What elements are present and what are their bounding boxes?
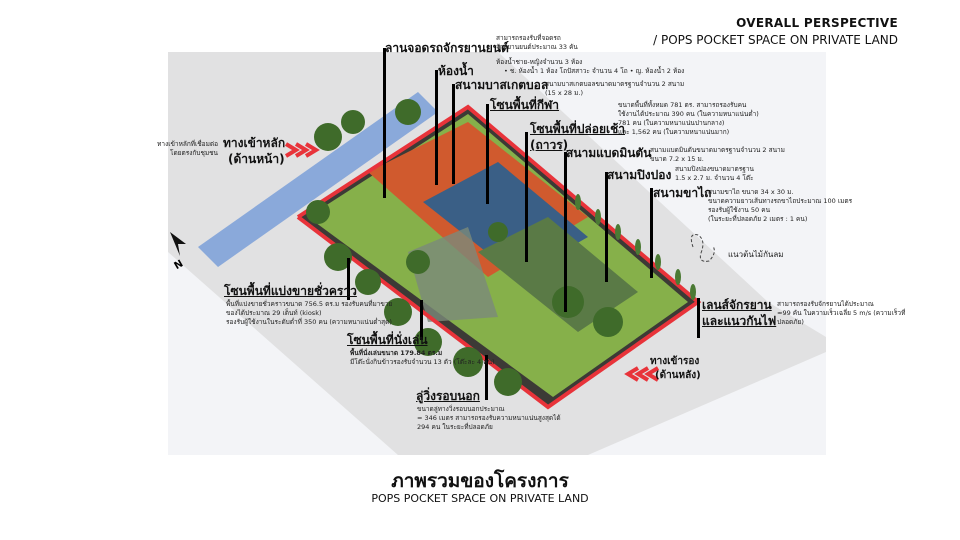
desc-motorcycle-parking: สามารถรองรับที่จอดรถจักรยานยนต์ประมาณ 33… bbox=[496, 34, 578, 51]
desc-basketball: สนามบาสเกตบอลขนาดมาตรฐานจำนวน 2 สนาม(15 … bbox=[545, 80, 685, 97]
label-bike-lane-sub: และแนวกันไฟ bbox=[702, 314, 777, 328]
svg-text:N: N bbox=[173, 258, 186, 270]
header-subtitle: / POPS POCKET SPACE ON PRIVATE LAND bbox=[653, 33, 898, 47]
label-motorcycle-parking: ลานจอดรถจักรยานยนต์ bbox=[385, 41, 509, 55]
label-seating-zone: โซนพื้นที่นั่งเล่น bbox=[347, 333, 428, 347]
label-market-zone: โซนพื้นที่แบ่งขายชั่วคราว bbox=[224, 284, 357, 298]
north-arrow-icon: N bbox=[170, 232, 186, 270]
desc-seating-zone: พื้นที่นั่งเล่นขนาด 179.84 ตร.มมีโต๊ะนั่… bbox=[350, 349, 495, 366]
label-open-zone: โซนพื้นที่ปล่อยเช้า bbox=[530, 122, 626, 136]
desc-toilet: ห้องน้ำชาย-หญิงจำนวน 3 ห้อง• ช. ห้องน้ำ … bbox=[496, 58, 685, 75]
label-running-track: ลู่วิ่งรอบนอก bbox=[416, 389, 480, 403]
desc-running-track: ขนาดลู่ทางวิ่งรอบนอกประมาณ= 346 เมตร สาม… bbox=[417, 405, 561, 431]
label-windbreak: แนวต้นไม้กันลม bbox=[728, 250, 784, 259]
wind-icon bbox=[690, 234, 715, 262]
desc-bike-lane: สามารถรองรับจักรยานได้ประมาณ≈99 คัน ในคว… bbox=[777, 300, 906, 326]
label-pingpong: สนามปิงปอง bbox=[607, 168, 672, 182]
desc-main-entrance: ทางเข้าหลักที่เชื่อมต่อโดยตรงกับชุมชน bbox=[157, 140, 218, 157]
main-entrance-chevrons-icon bbox=[284, 142, 320, 158]
label-basketball: สนามบาสเกตบอล bbox=[455, 78, 549, 92]
label-rear-entrance: ทางเข้ารอง bbox=[650, 356, 700, 367]
label-rear-entrance-sub: (ด้านหลัง) bbox=[655, 370, 701, 381]
rear-entrance-chevrons-icon bbox=[624, 366, 660, 382]
header-title: OVERALL PERSPECTIVE bbox=[736, 16, 898, 30]
label-toilet: ห้องน้ำ bbox=[438, 64, 474, 78]
desc-bike-track: สนามขาไถ ขนาด 34 x 30 ม.ขนาดความยาวเส้นท… bbox=[708, 188, 853, 223]
label-main-entrance: ทางเข้าหลัก bbox=[223, 136, 286, 150]
desc-market-zone: พื้นที่แบ่งขายชั่วคราวขนาด 756.5 ตร.ม รอ… bbox=[226, 300, 393, 326]
label-open-zone-sub: (ถาวร) bbox=[530, 138, 569, 152]
desc-badminton: สนามแบดมินตันขนาดมาตรฐานจำนวน 2 สนามขนาด… bbox=[650, 146, 785, 163]
label-badminton: สนามแบดมินตัน bbox=[566, 146, 652, 160]
label-bike-lane: เลนส์จักรยาน bbox=[702, 298, 772, 312]
road bbox=[198, 92, 438, 267]
label-main-entrance-sub: (ด้านหน้า) bbox=[228, 152, 285, 166]
page-subtitle: POPS POCKET SPACE ON PRIVATE LAND bbox=[371, 492, 589, 505]
label-sport-zone: โซนพื้นที่กีฬา bbox=[490, 98, 560, 112]
label-bike-track: สนามขาไถ bbox=[653, 186, 712, 200]
page-title: ภาพรวมของโครงการ bbox=[391, 470, 569, 492]
desc-sport-zone: ขนาดพื้นที่ทั้งหมด 781 ตร. สามารถรองรับค… bbox=[618, 101, 759, 136]
